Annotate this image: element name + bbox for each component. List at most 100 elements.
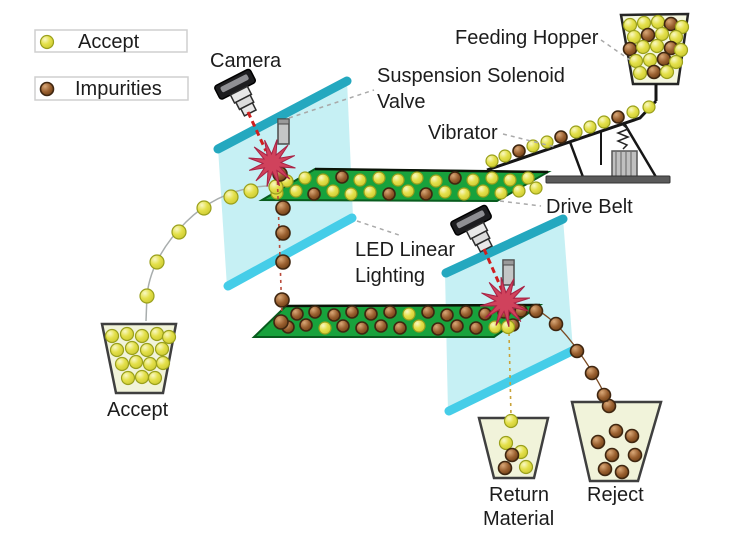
impurity-ball <box>622 41 638 57</box>
impurity-ball <box>335 170 349 184</box>
accept-ball <box>109 342 125 358</box>
pointer-drive-belt <box>499 200 542 207</box>
impurity-ball <box>419 187 433 201</box>
return-bin-balls <box>497 435 534 476</box>
accept-ball <box>372 171 386 185</box>
accept-ball <box>155 355 171 371</box>
accept-ball <box>142 356 158 372</box>
accept-ball <box>410 171 424 185</box>
vibrator-right-leg <box>622 122 658 178</box>
impurity-ball <box>627 447 643 463</box>
accept-ball <box>476 184 490 198</box>
accept-ball <box>583 120 597 134</box>
impurity-ball <box>299 318 313 332</box>
accept-ball <box>622 17 638 33</box>
impurity-ball <box>497 460 513 476</box>
impurity-ball <box>364 307 378 321</box>
accept-ball <box>650 14 666 30</box>
pointer-valve <box>288 89 375 119</box>
accept-ball <box>597 115 611 129</box>
feeding-hopper-label: Feeding Hopper <box>455 27 599 49</box>
accept-ball <box>635 39 651 55</box>
suspension-valve-label-line2: Valve <box>377 91 426 113</box>
accept-ball <box>114 356 130 372</box>
accept-bin-balls <box>104 326 177 386</box>
accept-ball <box>668 54 684 70</box>
vibrator-body-fins <box>615 152 632 176</box>
impurity-ball <box>624 428 640 444</box>
impurity-ball <box>290 307 304 321</box>
legend-accept-label: Accept <box>78 31 140 53</box>
impurity-ball <box>273 314 289 330</box>
accept-ball <box>139 288 155 304</box>
accept-ball <box>119 326 135 342</box>
accept-ball <box>529 181 543 195</box>
impurity-ball <box>548 316 564 332</box>
impurity-ball <box>355 321 369 335</box>
legend-impurities-box <box>34 76 189 101</box>
impurity-ball <box>469 321 483 335</box>
impurity-ball <box>345 305 359 319</box>
accept-ball <box>326 184 340 198</box>
impurity-ball <box>459 305 473 319</box>
vibrator-left-leg <box>568 141 585 178</box>
accept-ball <box>494 186 508 200</box>
accept-ball <box>363 185 377 199</box>
accept-ball <box>128 354 144 370</box>
camera-beam-2 <box>482 248 504 291</box>
impurity-ball <box>274 292 290 308</box>
accept-ball <box>642 52 658 68</box>
camera-icon-1 <box>213 67 269 123</box>
accept-ball <box>104 328 120 344</box>
accept-ball <box>503 173 517 187</box>
legend-swatches <box>39 34 55 97</box>
impurity-ball <box>336 319 350 333</box>
led-linear-lighting-bar-1 <box>223 213 357 291</box>
suspension-valve-label-line1: Suspension Solenoid <box>377 65 565 87</box>
pointer-vibrator <box>502 133 556 148</box>
accept-ball <box>673 42 689 58</box>
accept-ball <box>412 319 426 333</box>
accept-ball <box>642 100 656 114</box>
legend-accept-box <box>34 29 188 53</box>
legend: Accept Impurities <box>34 29 189 101</box>
solenoid-valve-1 <box>277 118 290 145</box>
accept-ball <box>649 38 665 54</box>
impurity-ball <box>604 447 620 463</box>
accept-ball <box>318 321 332 335</box>
accept-ball <box>298 171 312 185</box>
return-bin-label-line2: Material <box>483 508 554 530</box>
impurity-ball <box>656 51 672 67</box>
accept-ball <box>124 340 140 356</box>
drive-belt-1-edge <box>314 167 549 174</box>
led-linear-lighting-bar-2 <box>444 345 579 416</box>
accept-ball <box>438 185 452 199</box>
accept-ball <box>457 187 471 201</box>
impurity-ball <box>614 464 630 480</box>
impurity-ball <box>308 305 322 319</box>
accept-ball <box>498 435 514 451</box>
panel-top-bar-2 <box>441 214 568 278</box>
accept-ball <box>223 189 239 205</box>
impurity-ball <box>448 171 462 185</box>
accept-ball <box>316 173 330 187</box>
vibrator-spring <box>615 124 631 150</box>
impurity-ball <box>431 322 445 336</box>
belt-1-product-balls <box>270 170 543 201</box>
accept-ball <box>659 64 675 80</box>
impurity-ball <box>374 319 388 333</box>
reject-bin-balls <box>590 398 643 480</box>
camera-beam-1 <box>246 111 268 152</box>
accept-ball <box>654 26 670 42</box>
accept-ball <box>636 15 652 31</box>
accept-ball <box>401 184 415 198</box>
accept-ball <box>149 254 165 270</box>
accept-ball <box>402 307 416 321</box>
impurity-ball <box>504 447 520 463</box>
impurity-ball <box>528 303 544 319</box>
pointer-led <box>356 220 400 236</box>
accept-ball <box>512 184 526 198</box>
accept-ball <box>196 200 212 216</box>
impurity-ball <box>554 130 568 144</box>
